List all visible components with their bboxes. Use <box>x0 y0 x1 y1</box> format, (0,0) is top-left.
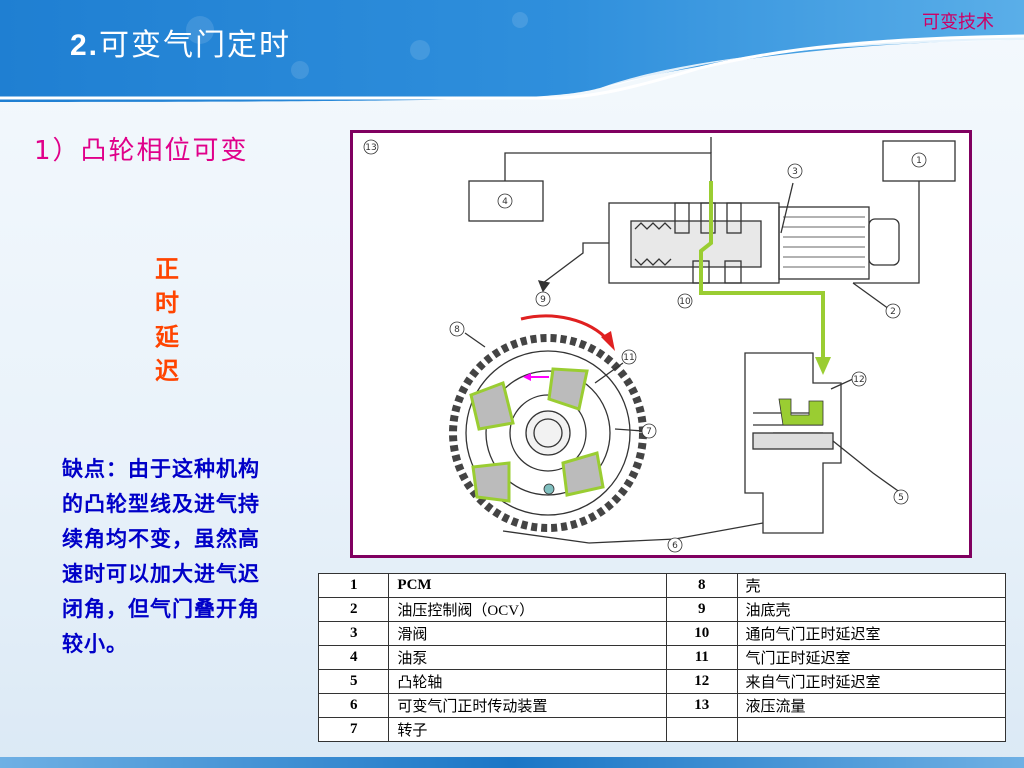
svg-text:9: 9 <box>540 295 546 305</box>
svg-text:7: 7 <box>646 427 652 437</box>
callout-4: 4 <box>497 193 513 209</box>
callout-1: 1 <box>911 152 927 168</box>
table-row: 1 PCM 8 壳 <box>317 573 1006 598</box>
part-name <box>736 717 1006 742</box>
part-name: 转子 <box>388 717 668 742</box>
svg-text:6: 6 <box>672 541 678 551</box>
part-name: 油泵 <box>388 645 668 670</box>
rotation-arrow <box>520 314 611 343</box>
table-row: 3 滑阀 10 通向气门正时延迟室 <box>317 621 1006 646</box>
table-row: 4 油泵 11 气门正时延迟室 <box>317 645 1006 670</box>
part-number: 8 <box>666 573 738 598</box>
timing-retard-label: 正 时 延 迟 <box>148 252 186 388</box>
footer-bar <box>0 757 1024 768</box>
oil-flow-path <box>699 181 825 363</box>
table-row: 7 转子 <box>317 717 1006 742</box>
svg-text:11: 11 <box>623 353 634 363</box>
part-number: 4 <box>317 645 390 670</box>
cam-housing <box>744 352 842 534</box>
svg-text:12: 12 <box>853 375 864 385</box>
svg-text:10: 10 <box>679 297 691 307</box>
svg-text:8: 8 <box>454 325 460 335</box>
header-band: 2.可变气门定时 <box>0 0 1024 108</box>
part-name: 来自气门正时延迟室 <box>736 669 1006 694</box>
svg-text:4: 4 <box>502 197 508 207</box>
part-number <box>666 717 738 742</box>
part-name: 油底壳 <box>736 597 1006 622</box>
table-row: 6 可变气门正时传动装置 13 液压流量 <box>317 693 1006 718</box>
callout-8: 8 <box>449 321 465 337</box>
parts-legend-table: 1 PCM 8 壳 2 油压控制阀（OCV） 9 油底壳 3 滑阀 10 通向气… <box>317 573 1006 742</box>
part-number: 7 <box>317 717 390 742</box>
table-row: 2 油压控制阀（OCV） 9 油底壳 <box>317 597 1006 622</box>
slide-title: 2.可变气门定时 <box>70 24 291 68</box>
part-name: 油压控制阀（OCV） <box>388 597 668 622</box>
part-name: 凸轮轴 <box>388 669 668 694</box>
slide-title-number: 2. <box>70 29 100 62</box>
slide-title-text: 可变气门定时 <box>99 28 292 63</box>
vvt-schematic: 13 1 4 3 2 9 10 8 11 7 12 5 6 <box>363 137 956 553</box>
part-number: 1 <box>317 573 390 598</box>
svg-text:5: 5 <box>898 493 904 503</box>
part-number: 6 <box>317 693 390 718</box>
table-row: 5 凸轮轴 12 来自气门正时延迟室 <box>317 669 1006 694</box>
part-number: 11 <box>666 645 738 670</box>
callout-5: 5 <box>893 489 909 505</box>
callout-11: 11 <box>621 349 637 365</box>
vertical-char: 延 <box>155 323 179 351</box>
part-name: 液压流量 <box>736 693 1006 718</box>
callout-7: 7 <box>641 423 657 439</box>
part-number: 13 <box>666 693 738 718</box>
section-label: 可变技术 <box>922 12 994 33</box>
vertical-char: 时 <box>155 289 179 317</box>
svg-text:13: 13 <box>365 143 376 153</box>
callout-3: 3 <box>787 163 803 179</box>
callout-2: 2 <box>885 303 901 319</box>
callout-9: 9 <box>535 291 551 307</box>
part-number: 2 <box>317 597 390 622</box>
part-name: 可变气门正时传动装置 <box>388 693 668 718</box>
oil-pump-box <box>468 180 544 222</box>
vvt-diagram: 13 1 4 3 2 9 10 8 11 7 12 5 6 <box>350 130 972 558</box>
part-number: 5 <box>317 669 390 694</box>
header-background <box>0 0 1024 102</box>
callout-12: 12 <box>851 371 867 387</box>
solenoid <box>778 206 870 280</box>
vertical-char: 正 <box>155 255 179 283</box>
part-name: 通向气门正时延迟室 <box>736 621 1006 646</box>
callout-13: 13 <box>363 139 379 155</box>
section-subtitle: 1）凸轮相位可变 <box>34 136 249 166</box>
svg-text:3: 3 <box>792 167 798 177</box>
part-number: 10 <box>666 621 738 646</box>
part-number: 9 <box>666 597 738 622</box>
svg-text:1: 1 <box>916 156 922 166</box>
part-name: 滑阀 <box>388 621 668 646</box>
part-name: 壳 <box>736 573 1006 598</box>
drawback-paragraph: 缺点：由于这种机构的凸轮型线及进气持续角均不变，虽然高速时可以加大进气迟闭角，但… <box>62 457 260 656</box>
callout-10: 10 <box>677 293 693 309</box>
part-name: PCM <box>388 573 668 598</box>
callout-6: 6 <box>667 537 683 553</box>
vertical-char: 迟 <box>155 357 179 385</box>
part-name: 气门正时延迟室 <box>736 645 1006 670</box>
part-number: 12 <box>666 669 738 694</box>
part-number: 3 <box>317 621 390 646</box>
svg-text:2: 2 <box>890 307 896 317</box>
